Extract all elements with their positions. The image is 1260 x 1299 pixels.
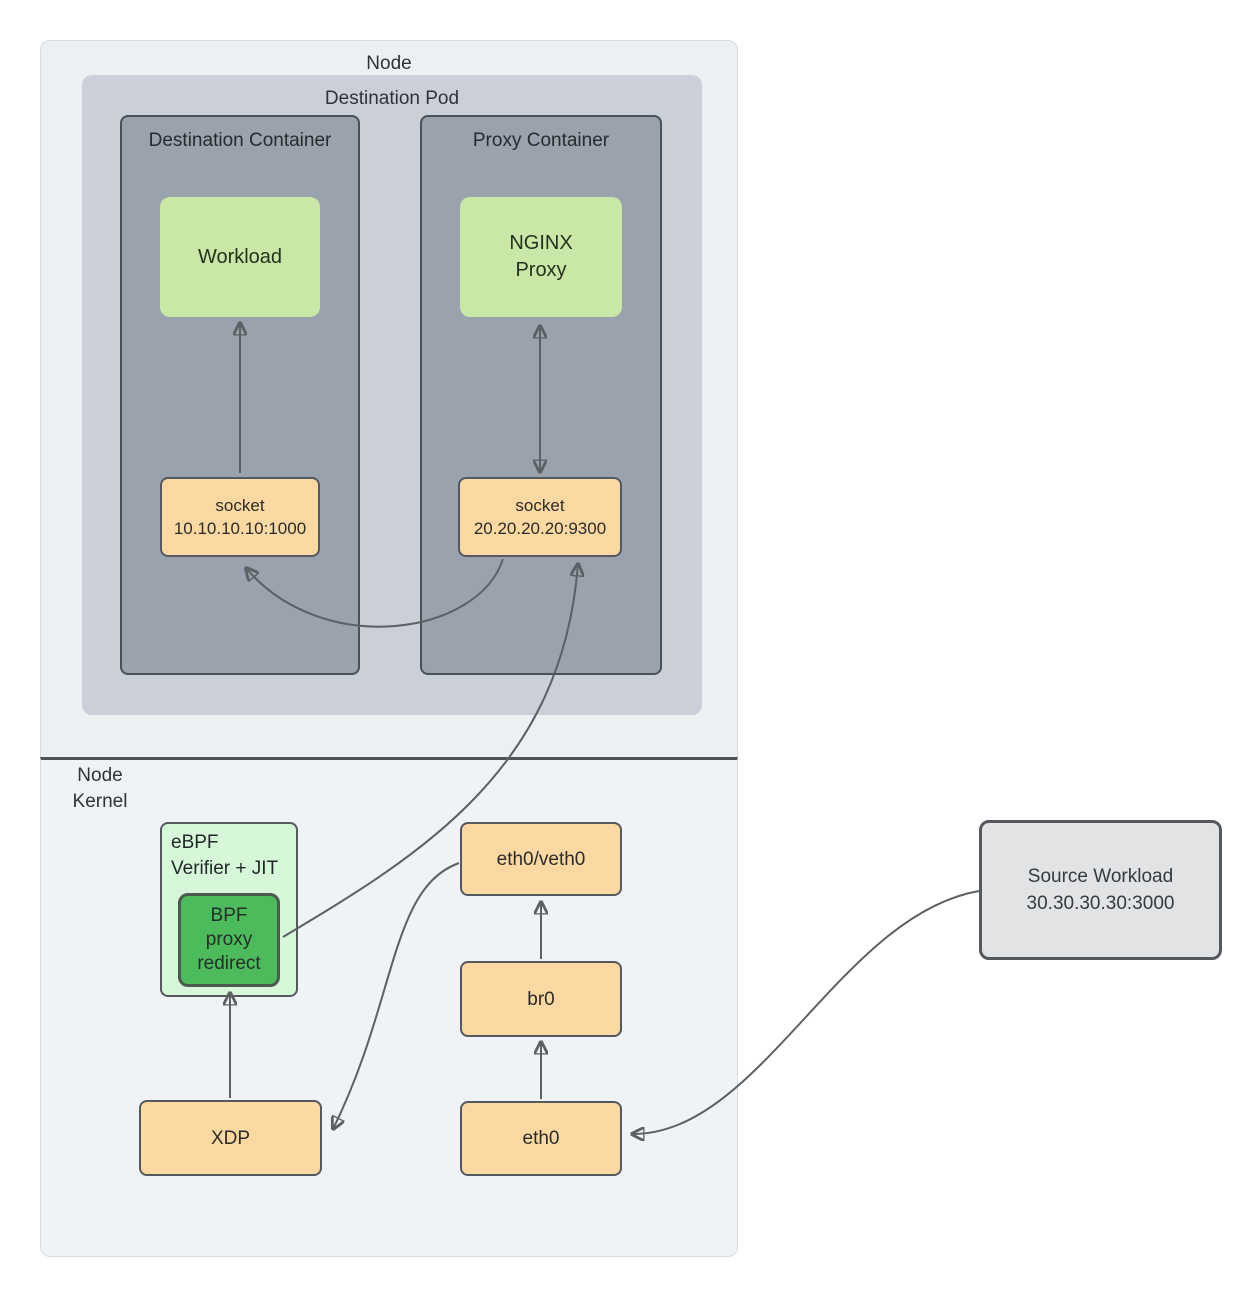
- eth0-box: eth0: [460, 1101, 622, 1176]
- node-label: Node: [366, 53, 412, 74]
- bpf-proxy-redirect-line2: proxy: [205, 929, 253, 950]
- eth0-veth0-box: eth0/veth0: [460, 822, 622, 896]
- nginx-proxy-box: NGINX Proxy: [460, 197, 622, 317]
- eth0-veth0-label: eth0/veth0: [496, 848, 586, 870]
- destination-pod-label: Destination Pod: [324, 88, 460, 109]
- br0-box: br0: [460, 961, 622, 1037]
- xdp-box: XDP: [139, 1100, 322, 1176]
- destination-socket-label: socket: [215, 496, 265, 515]
- node-kernel-box: [40, 757, 738, 1257]
- node-kernel-label-line1: Node: [77, 765, 123, 786]
- br0-label: br0: [527, 988, 555, 1010]
- source-workload-address: 30.30.30.30:3000: [1026, 893, 1175, 914]
- proxy-socket-box: socket 20.20.20.20:9300: [458, 477, 622, 557]
- source-workload-box: Source Workload 30.30.30.30:3000: [979, 820, 1222, 960]
- xdp-label: XDP: [210, 1127, 251, 1149]
- ebpf-verifier-label-line2: Verifier + JIT: [171, 858, 279, 879]
- node-kernel-label-line2: Kernel: [72, 791, 128, 812]
- destination-container-label: Destination Container: [148, 130, 332, 151]
- bpf-proxy-redirect-box: BPF proxy redirect: [178, 893, 280, 987]
- proxy-container-label: Proxy Container: [472, 130, 610, 151]
- eth0-label: eth0: [522, 1128, 560, 1149]
- bpf-proxy-redirect-line1: BPF: [210, 905, 248, 926]
- workload-label: Workload: [197, 245, 283, 268]
- destination-socket-box: socket 10.10.10.10:1000: [160, 477, 320, 557]
- destination-socket-address: 10.10.10.10:1000: [173, 519, 307, 538]
- node-kernel-label: Node Kernel: [55, 763, 145, 815]
- nginx-proxy-label-line2: Proxy: [515, 259, 567, 281]
- bpf-proxy-redirect-line3: redirect: [197, 953, 261, 974]
- proxy-socket-address: 20.20.20.20:9300: [473, 519, 607, 538]
- proxy-socket-label: socket: [515, 496, 565, 515]
- nginx-proxy-label-line1: NGINX: [509, 232, 573, 254]
- ebpf-verifier-label-line1: eBPF: [171, 832, 219, 853]
- workload-box: Workload: [160, 197, 320, 317]
- source-workload-label: Source Workload: [1027, 866, 1174, 887]
